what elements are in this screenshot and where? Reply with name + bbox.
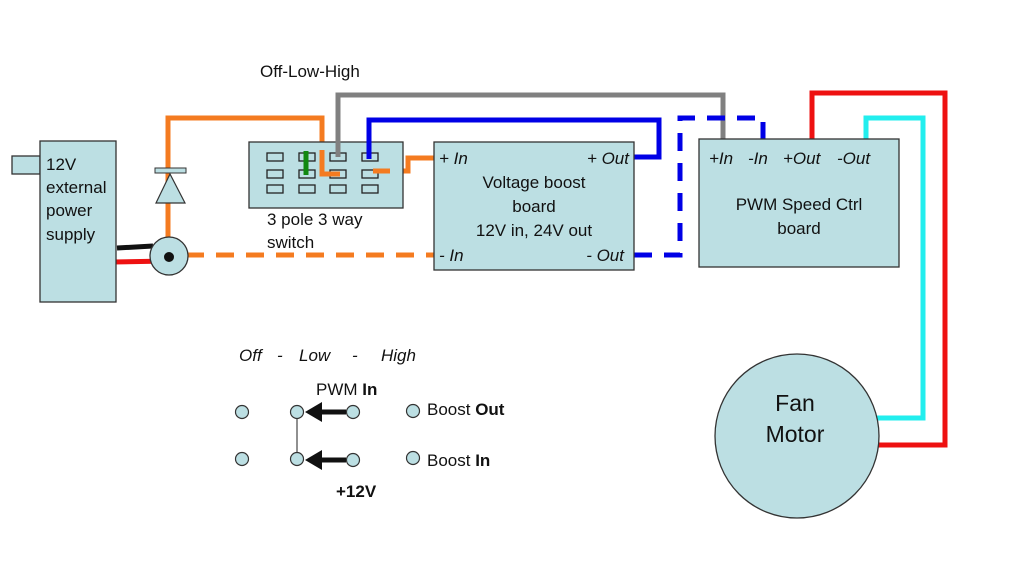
switch-label-line2: switch <box>267 233 314 252</box>
wire-orange-switch-terminal <box>319 150 340 177</box>
wire-red-pwm-plus-out-to-fan <box>809 90 948 448</box>
fan-motor-body <box>714 353 880 519</box>
switch-position-legend: Off - Low - High PWM In Boost Out Boost … <box>234 346 505 501</box>
boost-plus-out-label: + Out <box>587 149 630 168</box>
power-supply-label-line3: power <box>46 201 93 220</box>
legend-pwm-in-label: PWM In <box>316 380 377 399</box>
wire-cyan-pwm-minus-out-to-fan <box>863 115 926 421</box>
legend-position-high: High <box>381 346 416 365</box>
wires <box>112 90 948 448</box>
legend-position-off: Off <box>239 346 264 365</box>
boost-board-label-line3: 12V in, 24V out <box>476 221 593 240</box>
legend-boost-out-label: Boost Out <box>427 400 505 419</box>
legend-supply-label: +12V <box>336 482 377 501</box>
legend-node <box>405 450 421 466</box>
legend-node <box>405 403 421 419</box>
legend-node <box>289 404 305 420</box>
power-supply-label-line2: external <box>46 178 106 197</box>
boost-plus-in-label: + In <box>439 149 468 168</box>
pwm-board-body <box>698 138 900 268</box>
wire-blue-dashed-boost-minus-out-to-pwm-minus-in <box>634 115 766 258</box>
dc-jack-icon <box>149 236 189 276</box>
pwm-terminal-plus-in: +In <box>709 149 733 168</box>
diagram-title: Off-Low-High <box>260 62 360 81</box>
boost-board-body <box>433 141 635 271</box>
legend-node <box>289 451 305 467</box>
pwm-board-label-line1: PWM Speed Ctrl <box>736 195 863 214</box>
legend-boost-in-label: Boost In <box>427 451 490 470</box>
power-supply-body <box>39 140 117 303</box>
power-supply: 12V external power supply <box>11 140 117 303</box>
power-supply-label-line4: supply <box>46 225 96 244</box>
legend-separator-2: - <box>352 346 358 365</box>
pwm-board-label-line2: board <box>777 219 820 238</box>
legend-node <box>234 404 250 420</box>
legend-node <box>345 404 361 420</box>
boost-minus-in-label: - In <box>439 246 464 265</box>
boost-board-label-line2: board <box>512 197 555 216</box>
switch-label-line1: 3 pole 3 way <box>267 210 363 229</box>
power-supply-label-line1: 12V <box>46 155 77 174</box>
diode-icon <box>154 167 187 204</box>
arrow-left-icon <box>305 450 346 470</box>
boost-minus-out-label: - Out <box>586 246 625 265</box>
three-pole-switch: 3 pole 3 way switch <box>248 141 404 252</box>
fan-motor-label-line1: Fan <box>775 390 815 416</box>
legend-node <box>345 452 361 468</box>
wire-black-supply-to-jack <box>116 243 154 251</box>
pwm-speed-ctrl-board: +In -In +Out -Out PWM Speed Ctrl board <box>698 138 900 268</box>
pwm-terminal-plus-out: +Out <box>783 149 822 168</box>
power-supply-plug <box>11 155 41 175</box>
wire-blue-switch-to-boost-plus-out <box>366 117 662 160</box>
pwm-terminal-minus-in: -In <box>748 149 768 168</box>
fan-motor-label-line2: Motor <box>766 421 825 447</box>
pwm-terminal-minus-out: -Out <box>837 149 871 168</box>
voltage-boost-board: + In + Out Voltage boost board 12V in, 2… <box>433 141 635 271</box>
arrow-left-icon <box>305 402 346 422</box>
legend-node <box>234 451 250 467</box>
legend-separator-1: - <box>277 346 283 365</box>
boost-board-label-line1: Voltage boost <box>482 173 585 192</box>
legend-position-low: Low <box>299 346 332 365</box>
fan-motor: Fan Motor <box>714 353 880 519</box>
